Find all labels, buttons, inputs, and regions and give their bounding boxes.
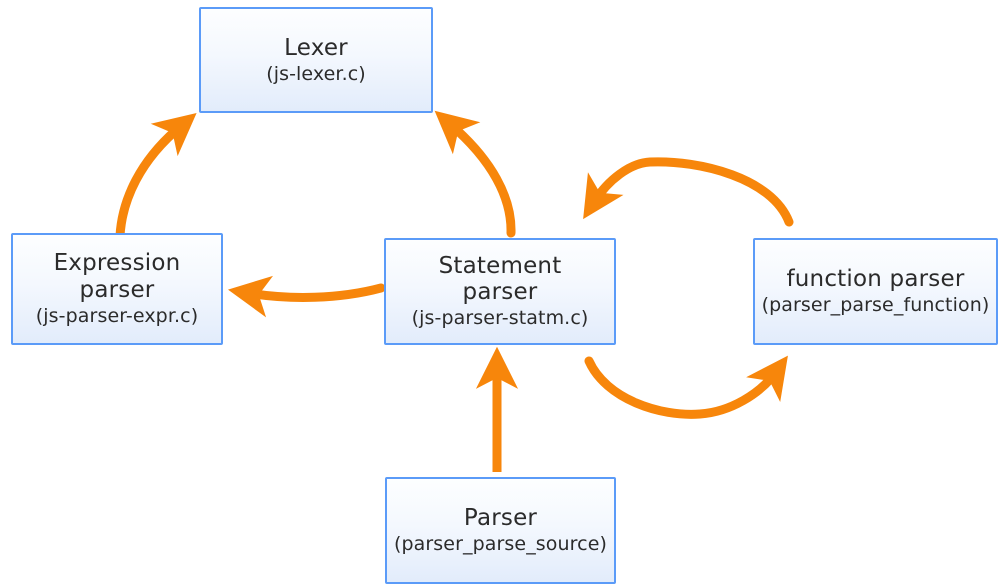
node-statement-parser-title: Statement parser [438, 252, 562, 306]
node-lexer[interactable]: Lexer (js-lexer.c) [199, 7, 433, 113]
node-function-parser-title: function parser [786, 266, 965, 293]
edge-expression-to-lexer [115, 113, 197, 241]
node-statement-parser[interactable]: Statement parser (js-parser-statm.c) [384, 238, 616, 345]
node-parser-title: Parser [463, 505, 538, 532]
edge-function-to-statement [583, 157, 794, 227]
node-function-parser[interactable]: function parser (parser_parse_function) [753, 238, 998, 345]
node-lexer-subtitle: (js-lexer.c) [266, 62, 366, 85]
node-parser-subtitle: (parser_parse_source) [393, 533, 608, 556]
edge-statement-to-lexer [434, 110, 516, 238]
node-expression-parser-title: Expression parser [53, 250, 181, 303]
node-expression-parser[interactable]: Expression parser (js-parser-expr.c) [11, 233, 223, 345]
edge-statement-to-function [584, 355, 788, 419]
node-parser[interactable]: Parser (parser_parse_source) [385, 477, 616, 584]
edge-statement-to-expression [227, 275, 386, 318]
node-expression-parser-subtitle: (js-parser-expr.c) [35, 304, 199, 327]
node-function-parser-subtitle: (parser_parse_function) [761, 294, 990, 317]
node-statement-parser-subtitle: (js-parser-statm.c) [411, 307, 589, 330]
node-lexer-title: Lexer [284, 34, 348, 61]
